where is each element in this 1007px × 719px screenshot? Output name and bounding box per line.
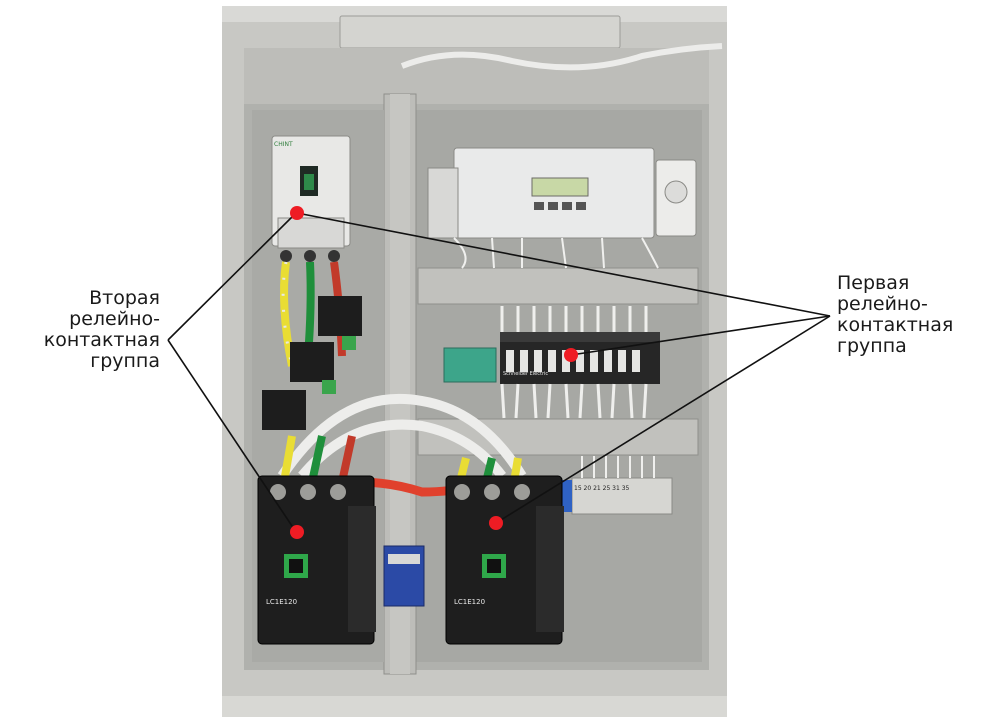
label-line: группа bbox=[837, 335, 907, 357]
label-line: группа bbox=[90, 350, 160, 372]
label-second-group: Вторая релейно- контактная группа bbox=[34, 288, 160, 372]
breaker-brand: CHINT bbox=[274, 141, 293, 148]
label-line: Первая bbox=[837, 272, 910, 294]
label-line: контактная bbox=[43, 329, 160, 351]
contactor-icon bbox=[445, 475, 564, 645]
controller-icon bbox=[427, 147, 697, 239]
label-line: релейно- bbox=[69, 308, 160, 330]
contactor-right-model: LC1E120 bbox=[454, 598, 485, 606]
contactor-left-model: LC1E120 bbox=[266, 598, 297, 606]
label-line: релейно- bbox=[837, 293, 928, 315]
cabinet-photo: CHINT LC1E120 LC1E120 Schneider Electric… bbox=[222, 6, 727, 717]
label-first-group: Первая релейно- контактная группа bbox=[837, 273, 987, 357]
label-line: контактная bbox=[837, 314, 954, 336]
contactor-icon bbox=[257, 475, 376, 645]
terminal-numbers: 15 20 21 25 31 35 bbox=[574, 485, 630, 492]
relay-brand: Schneider Electric bbox=[503, 371, 548, 377]
label-line: Вторая bbox=[89, 287, 160, 309]
circuit-breaker-icon bbox=[271, 135, 351, 262]
